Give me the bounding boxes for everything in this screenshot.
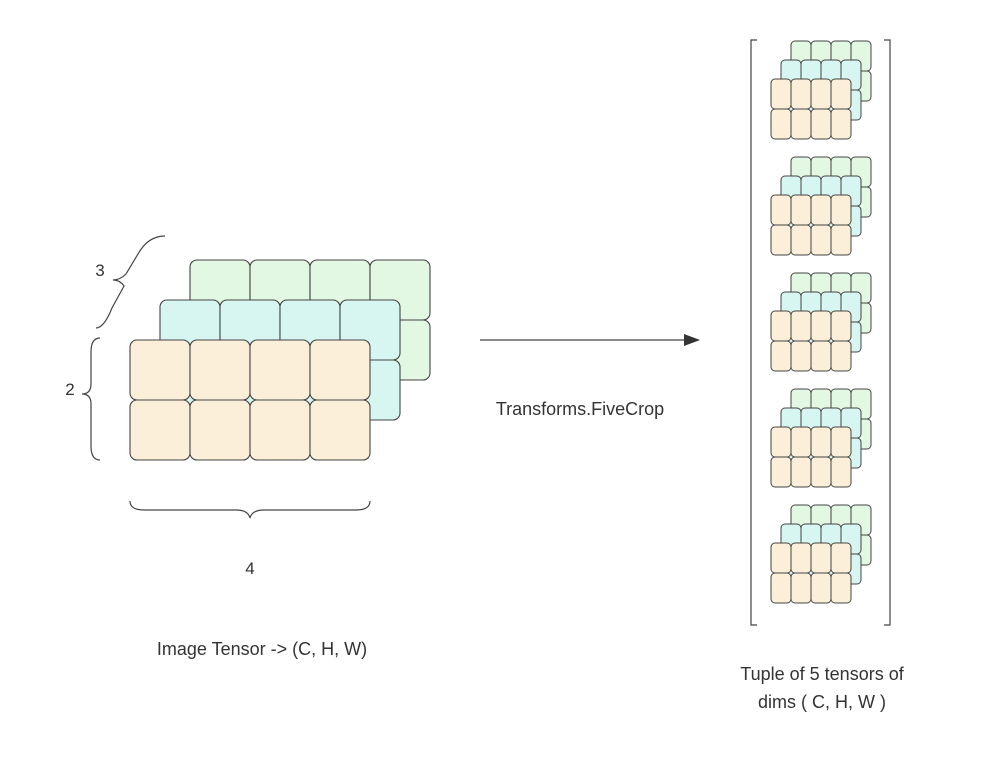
crop-tensor-3 xyxy=(770,272,872,372)
tensor-cell xyxy=(830,542,852,574)
tensor-cell xyxy=(249,399,311,461)
output-caption-line1: Tuple of 5 tensors of xyxy=(740,664,904,684)
tensor-cell xyxy=(830,340,852,372)
tensor-cell xyxy=(830,78,852,110)
width-brace xyxy=(129,500,371,519)
crop-2-channel-front xyxy=(770,194,852,256)
tuple-right-bracket xyxy=(884,39,891,626)
tensor-cell xyxy=(770,456,792,488)
tensor-cell xyxy=(770,572,792,604)
tensor-cell xyxy=(790,224,812,256)
tensor-cell xyxy=(790,340,812,372)
crop-tensor-1 xyxy=(770,40,872,140)
transform-label: Transforms.FiveCrop xyxy=(496,399,664,419)
input-image-tensor xyxy=(129,259,431,461)
tensor-cell xyxy=(770,542,792,574)
crop-3-channel-front xyxy=(770,310,852,372)
tensor-cell xyxy=(790,108,812,140)
tensor-cell xyxy=(810,426,832,458)
tensor-cell xyxy=(790,426,812,458)
tensor-cell xyxy=(129,399,191,461)
tensor-cell xyxy=(830,224,852,256)
crop-4-channel-front xyxy=(770,426,852,488)
tensor-cell xyxy=(810,194,832,226)
tensor-cell xyxy=(810,340,832,372)
tensor-cell xyxy=(810,310,832,342)
tensor-cell xyxy=(770,194,792,226)
tensor-cell xyxy=(790,572,812,604)
tensor-cell xyxy=(249,339,311,401)
height-label: 2 xyxy=(65,380,74,399)
tensor-cell xyxy=(830,194,852,226)
tensor-cell xyxy=(830,426,852,458)
tensor-cell xyxy=(810,78,832,110)
tensor-cell xyxy=(770,340,792,372)
tensor-cell xyxy=(129,339,191,401)
tensor-cell xyxy=(790,194,812,226)
tuple-left-bracket xyxy=(750,39,757,626)
tensor-cell xyxy=(830,310,852,342)
tensor-cell xyxy=(810,542,832,574)
tensor-cell xyxy=(830,572,852,604)
tensor-cell xyxy=(830,108,852,140)
tensor-cell xyxy=(309,399,371,461)
tensor-cell xyxy=(189,339,251,401)
arrow-head-icon xyxy=(684,334,700,346)
tensor-cell xyxy=(790,542,812,574)
tensor-cell xyxy=(810,108,832,140)
tensor-cell xyxy=(790,456,812,488)
crop-tensor-4 xyxy=(770,388,872,488)
crop-1-channel-front xyxy=(770,78,852,140)
tensor-cell xyxy=(770,78,792,110)
tensor-cell xyxy=(790,310,812,342)
crop-tensor-5 xyxy=(770,504,872,604)
tensor-cell xyxy=(810,456,832,488)
tensor-cell xyxy=(189,399,251,461)
input-caption: Image Tensor -> (C, H, W) xyxy=(157,639,367,659)
channels-brace xyxy=(95,235,166,329)
width-label: 4 xyxy=(245,559,254,578)
tensor-cell xyxy=(770,426,792,458)
output-crops xyxy=(770,40,872,604)
output-caption-line2: dims ( C, H, W ) xyxy=(758,692,886,712)
crop-tensor-2 xyxy=(770,156,872,256)
tensor-cell xyxy=(770,224,792,256)
tensor-cell xyxy=(810,572,832,604)
tensor-cell xyxy=(770,108,792,140)
height-brace xyxy=(81,337,101,461)
crop-5-channel-front xyxy=(770,542,852,604)
tensor-cell xyxy=(309,339,371,401)
input-channel-front xyxy=(129,339,371,461)
channels-label: 3 xyxy=(95,261,104,280)
tensor-cell xyxy=(770,310,792,342)
tensor-cell xyxy=(810,224,832,256)
tensor-cell xyxy=(830,456,852,488)
tensor-cell xyxy=(790,78,812,110)
